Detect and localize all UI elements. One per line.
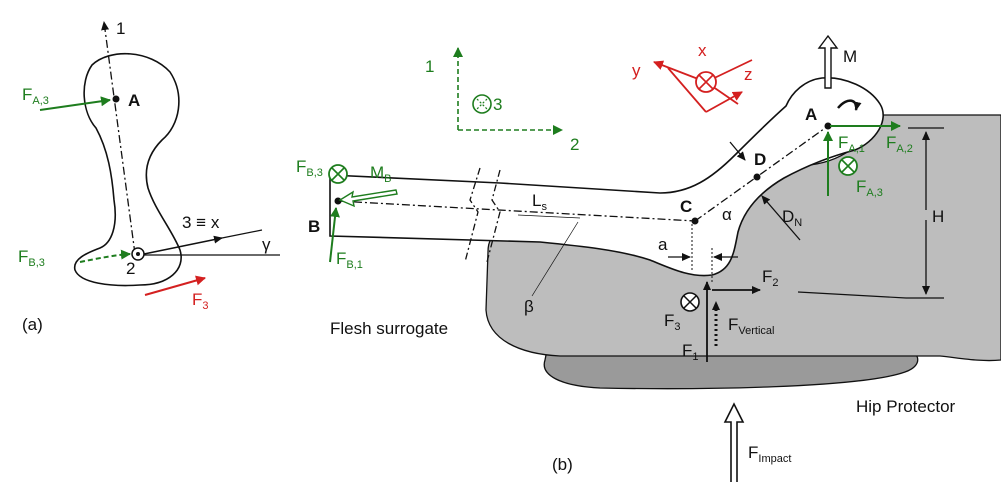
red-axis-x-cross [698,74,714,90]
force-fb3-label: FB,3 [18,247,45,269]
force-f1-label: F1 [682,341,699,363]
point-b [334,197,342,205]
force-f3-label-b: F3 [664,311,681,333]
alpha-label: α [722,205,732,224]
moment-m-label: M [843,47,857,66]
moment-m-arrow [817,34,839,89]
green-axis-3-label: 3 [493,95,502,114]
point-2-dot [136,252,140,256]
force-fa2-label: FA,2 [886,133,913,155]
red-axis-z-arrow [705,91,743,113]
force-fa3-label: FA,3 [22,85,49,107]
f2-line [797,291,907,299]
point-b-label: B [308,217,320,236]
point-a-label: A [128,91,140,110]
force-fa3-label-b: FA,3 [856,177,883,199]
moment-mb-label: MB [370,163,392,185]
axis-1-label: 1 [116,19,125,38]
force-fb3-cross [331,167,345,181]
a-label: a [658,235,668,254]
gamma-label: γ [262,235,271,254]
moment-mb-arrow [338,189,398,208]
dn-arrow [761,195,801,241]
shaft-axis-line [694,125,829,222]
ls-underline [517,214,581,219]
red-axis-y-label: y [632,61,641,80]
force-fimpact-label: FImpact [748,443,791,465]
force-fb1-arrow [329,207,340,263]
force-fa3-cross [841,159,855,173]
force-f2-label: F2 [762,267,779,289]
point-d [753,173,761,181]
force-fa3-arrow [39,96,111,111]
point-a-b [824,122,832,130]
force-fa1-label: FA,1 [838,133,865,155]
bone-outline-b [329,77,884,277]
axis-3x-arrow [143,235,223,255]
point-c-label: C [680,197,692,216]
dn-label: DN [782,207,802,229]
point-a [112,95,120,103]
force-fvertical-label: FVertical [728,315,774,337]
panel-a: 1 A FA,3 2 3 ≡ x γ FB,3 F3 (a) [18,19,280,334]
panel-b: B C D A α β Ls a DN H 1 2 [296,34,1001,482]
beta-label: β [524,297,534,316]
x-extension-line [221,229,263,239]
point-d-label: D [754,150,766,169]
point-c [691,217,699,225]
break-line-1 [464,167,481,263]
green-axis-2-label: 2 [570,135,579,154]
force-fb1-label: FB,1 [336,249,363,271]
red-axis-z-label: z [744,65,753,84]
moment-curl-arrow [837,99,862,111]
point-2-label: 2 [126,259,135,278]
bone-outline-a [74,52,182,287]
hip-protector-label: Hip Protector [856,397,956,416]
break-line-2 [486,169,501,263]
force-f3-arrow [144,275,206,296]
axis-1-line [101,21,136,255]
force-f3-label: F3 [192,290,209,312]
point-a-b-label: A [805,105,817,124]
force-f3-cross [683,295,697,309]
green-axis-3-symbol [472,94,492,114]
neck-width-arrow [729,141,746,161]
force-fb3-label-b: FB,3 [296,157,323,179]
beta-leader-line [531,221,579,297]
flesh-surrogate-label: Flesh surrogate [330,319,448,338]
force-fb3-arrow [79,249,131,263]
force-fimpact-arrow [723,402,745,482]
h-label: H [932,207,944,226]
red-axis-x-label: x [698,41,707,60]
caption-b: (b) [552,455,573,474]
caption-a: (a) [22,315,43,334]
neck-axis-line [337,200,696,222]
axis-3x-label: 3 ≡ x [182,213,220,232]
red-axis-y-frame [667,67,707,113]
ls-label: Ls [532,191,547,213]
green-axis-1-label: 1 [425,57,434,76]
